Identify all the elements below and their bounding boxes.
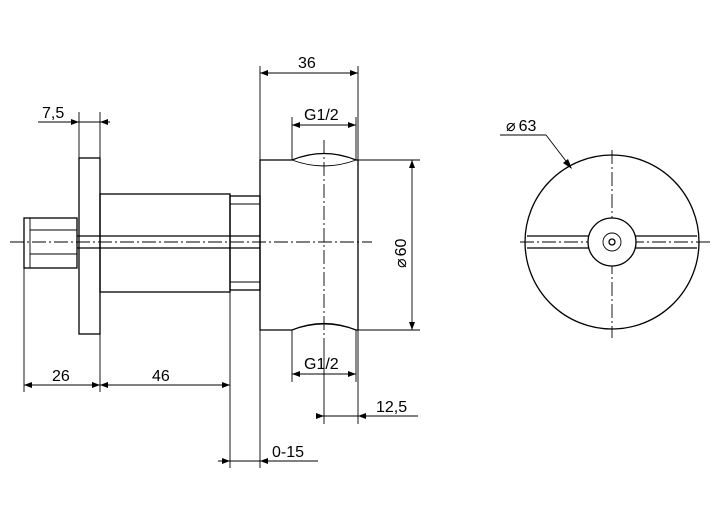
- dim-diameter-front-label: ⌀63: [506, 118, 537, 135]
- front-view: ⌀63: [500, 118, 710, 338]
- dim-thread-offset-label: 12,5: [376, 399, 407, 416]
- front-outer-circle: [524, 154, 700, 330]
- thread-cut-top: [291, 159, 357, 167]
- dim-body-length: 36: [259, 55, 359, 160]
- diameter-front-symbol: ⌀: [506, 118, 516, 135]
- dim-diameter-side: ⌀ 60: [358, 159, 420, 331]
- side-view: [10, 140, 372, 342]
- dim-diameter-front: ⌀63: [500, 118, 572, 169]
- dim-spindle-length-label: 46: [152, 368, 170, 385]
- dim-diameter-side-label: ⌀ 60: [393, 238, 410, 268]
- dim-body-length-label: 36: [298, 55, 316, 72]
- diameter-side-value: 60: [393, 238, 410, 256]
- dim-shaft-length: 26: [23, 268, 101, 392]
- front-hub-inner: [602, 232, 622, 252]
- dim-thread-bottom-label: G1/2: [304, 356, 339, 373]
- hex-nut: [23, 217, 78, 269]
- dim-thread-top-label: G1/2: [304, 107, 339, 124]
- dimensions: 7,5 36 G1/2 G1/2: [23, 55, 420, 468]
- dim-thread-top: G1/2: [291, 107, 357, 160]
- dim-adjust-range-label: 0-15: [272, 444, 304, 461]
- dim-adjust-range: 0-15: [218, 330, 318, 468]
- main-body: [99, 193, 231, 293]
- front-hub-outer: [587, 217, 637, 267]
- dim-thread-offset: 12,5: [316, 330, 418, 424]
- dim-spindle-length: 46: [100, 290, 231, 468]
- thread-cut-bottom: [291, 323, 357, 331]
- diameter-symbol: ⌀: [393, 258, 410, 268]
- neck: [229, 195, 261, 291]
- front-hub-pin: [608, 238, 616, 246]
- diameter-front-value: 63: [519, 118, 537, 135]
- dim-shaft-length-label: 26: [52, 368, 70, 385]
- dim-thread-bottom: G1/2: [291, 330, 357, 382]
- dim-flange-thickness-label: 7,5: [42, 105, 64, 122]
- dim-flange-thickness: 7,5: [38, 105, 110, 158]
- flange-plate: [78, 157, 101, 335]
